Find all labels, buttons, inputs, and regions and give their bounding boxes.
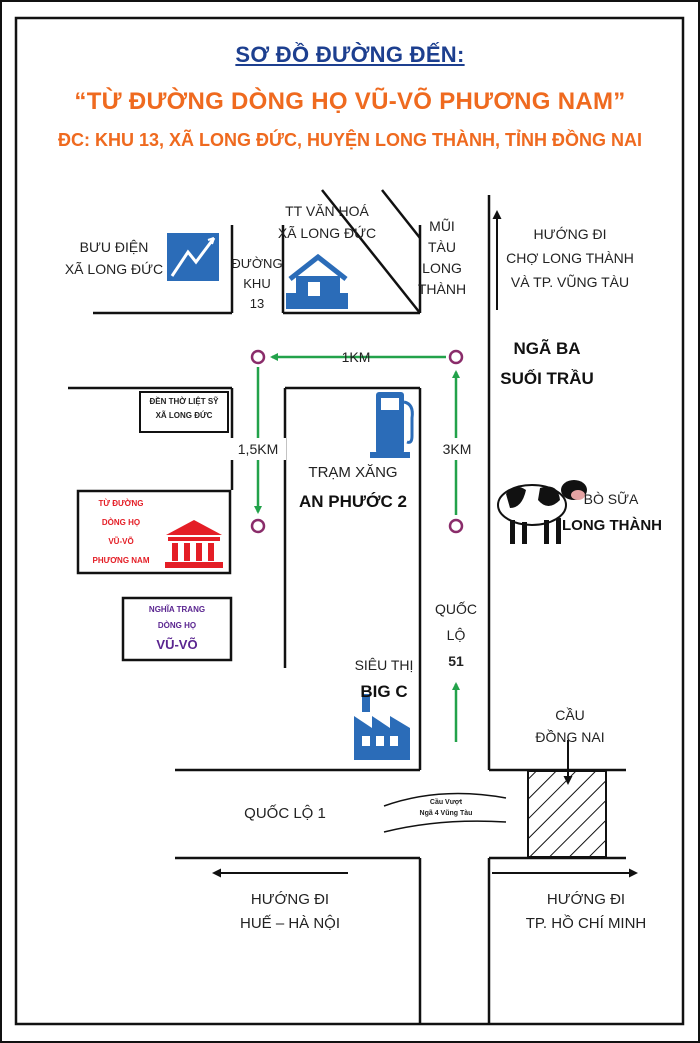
dairy-name: LONG THÀNH <box>562 517 662 534</box>
roads <box>68 189 626 1024</box>
route-nodes <box>250 349 464 534</box>
gas-station-name: AN PHƯỚC 2 <box>299 492 407 511</box>
map-title: SƠ ĐỒ ĐƯỜNG ĐẾN: <box>235 42 465 67</box>
route-node <box>448 518 464 534</box>
distance-15km: 1,5KM <box>230 438 286 460</box>
bridge-hatch <box>527 770 607 858</box>
route-node <box>250 349 266 365</box>
factory-icon <box>354 694 410 760</box>
post-office-icon <box>167 233 219 281</box>
cemetery-box <box>121 596 233 662</box>
route-node <box>250 518 266 534</box>
gas-pump-icon <box>370 392 414 458</box>
dairy-label: BÒ SỮA <box>583 491 639 507</box>
cow-icon <box>497 480 587 544</box>
house-icon <box>286 253 348 309</box>
den-tho-box <box>139 391 229 433</box>
supermarket-label: SIÊU THỊ <box>354 657 414 673</box>
supermarket-name: BIG C <box>360 682 408 701</box>
temple-icon <box>165 520 223 568</box>
route-node <box>448 349 464 365</box>
map-subtitle: “TỪ ĐƯỜNG DÒNG HỌ VŨ-VÕ PHƯƠNG NAM” <box>74 88 626 115</box>
map-address: ĐC: KHU 13, XÃ LONG ĐỨC, HUYỆN LONG THÀN… <box>58 130 642 150</box>
distance-1km: 1KM <box>341 349 371 365</box>
gas-station-label: TRẠM XĂNG <box>308 464 398 481</box>
distance-3km: 3KM <box>436 438 478 460</box>
cemetery-name: VŨ-VÕ <box>156 637 198 652</box>
tu-duong-box <box>76 489 232 575</box>
ql1-label: QUỐC LỘ 1 <box>244 805 326 822</box>
overpass-icon <box>383 792 507 833</box>
